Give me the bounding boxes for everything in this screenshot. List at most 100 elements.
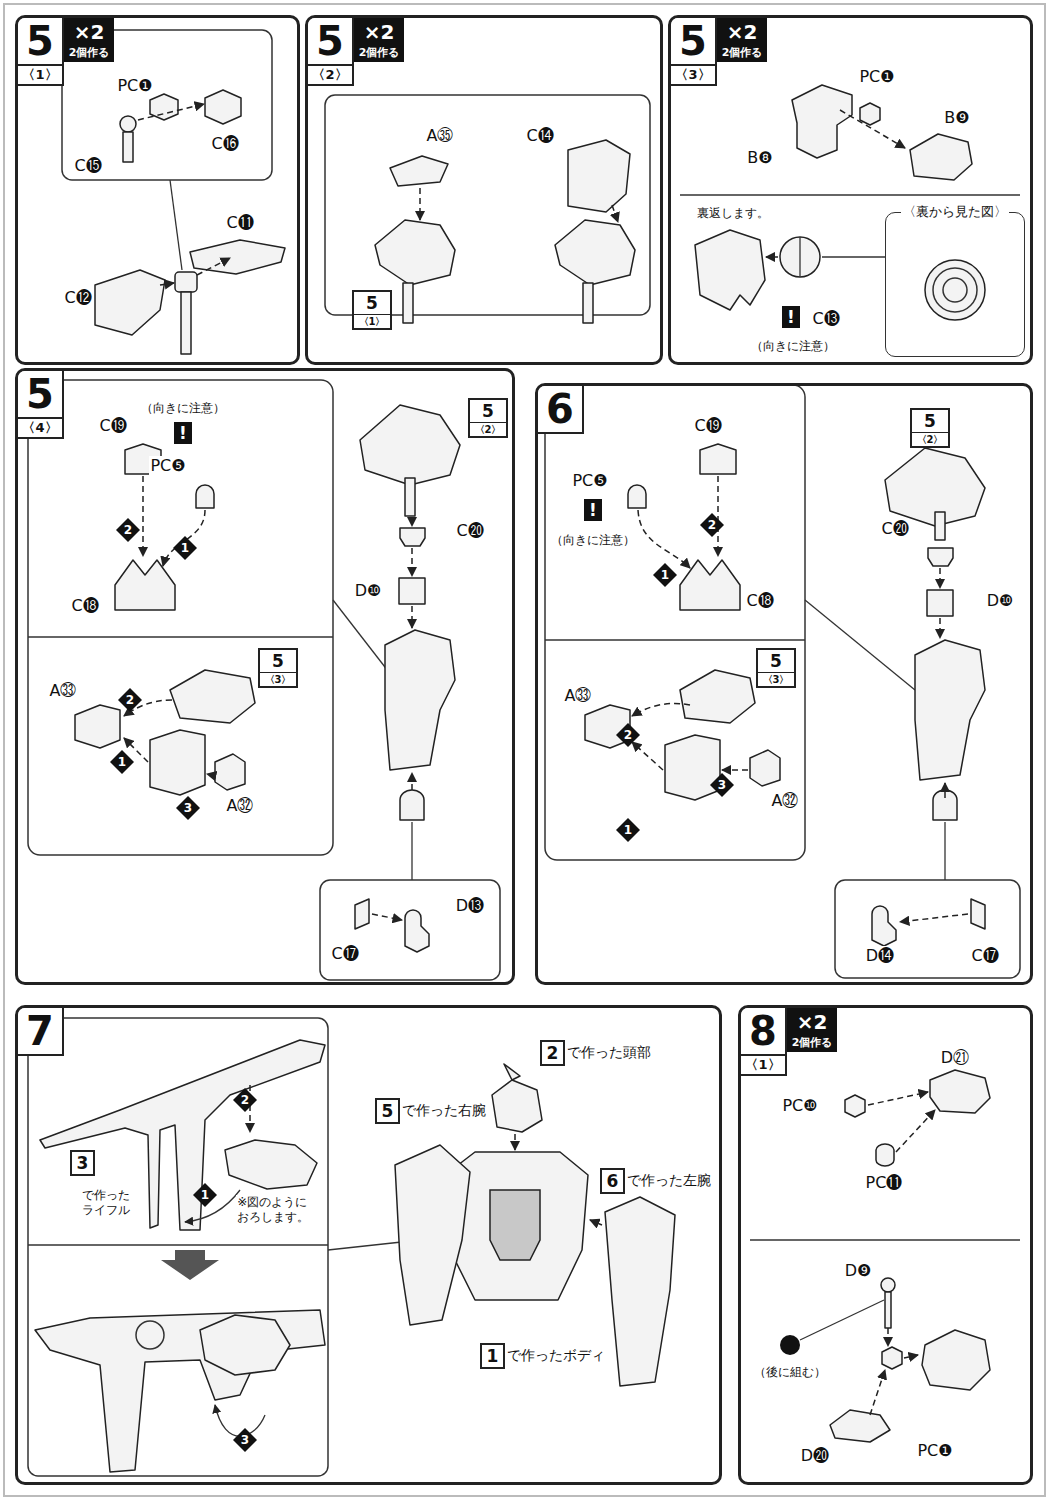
- order-number: 1: [110, 750, 134, 774]
- assembly-arrow: [632, 703, 690, 716]
- assembly-arrow: [197, 258, 230, 275]
- part-drawing: [123, 132, 133, 162]
- assembly-arrow: [138, 104, 204, 120]
- part-drawing: [915, 640, 985, 780]
- step-panel: ×22個作る5〈1〉: [15, 15, 300, 365]
- part-drawing: [933, 268, 977, 312]
- note-text: （向きに注意）: [750, 339, 836, 354]
- part-number: C⓱: [330, 944, 359, 963]
- step-reference-box: 5〈2〉: [910, 408, 950, 448]
- part-number: D❿: [354, 581, 383, 600]
- step-reference-number: 〈2〉: [912, 432, 948, 446]
- source-step-text: で作った頭部: [566, 1043, 652, 1061]
- step-reference-number: 5: [377, 1100, 398, 1122]
- part-number: PC❶: [858, 67, 895, 86]
- assembly-arrow: [840, 110, 905, 148]
- part-drawing: [200, 1315, 290, 1375]
- part-drawing: [136, 1321, 164, 1349]
- part-drawing: [490, 1190, 540, 1260]
- warning-mark: !: [782, 306, 800, 328]
- step-number: 〈3〉: [671, 66, 717, 86]
- quantity-text: ×2: [791, 1009, 833, 1035]
- part-drawing: [161, 1250, 219, 1280]
- assembly-arrow: [904, 1355, 918, 1358]
- part-drawing: [405, 478, 415, 516]
- step-reference-number: 〈3〉: [260, 672, 296, 686]
- part-number: A㉜: [771, 791, 800, 810]
- quantity-badge: ×22個作る: [354, 18, 404, 62]
- step-reference-number: 5: [758, 650, 794, 672]
- back-view-box: 〈裏から見た図〉: [885, 212, 1025, 357]
- part-number: PC❺: [571, 471, 608, 490]
- step-reference-box: 1: [480, 1343, 505, 1369]
- view-caption: 〈裏から見た図〉: [901, 203, 1009, 221]
- part-number: C⓯: [73, 156, 102, 175]
- note-text: 裏返します。: [696, 206, 770, 221]
- detail-frame: [750, 1239, 1020, 1240]
- part-number: C⓫: [225, 213, 254, 232]
- part-drawing: [190, 240, 285, 274]
- part-drawing: [390, 156, 448, 186]
- part-drawing: [830, 1410, 890, 1442]
- assembly-arrow: [215, 1405, 265, 1436]
- part-drawing: [181, 292, 191, 354]
- assembly-arrow: [944, 783, 946, 798]
- assembly-arrow: [896, 1110, 935, 1152]
- step-number: 5: [308, 18, 354, 66]
- quantity-text: ×2: [721, 19, 763, 45]
- part-drawing: [876, 1144, 894, 1166]
- step-reference-box: 5〈3〉: [258, 648, 298, 688]
- part-drawing: [205, 90, 241, 124]
- order-number: 2: [700, 513, 724, 537]
- assembly-arrow: [638, 510, 690, 568]
- part-drawing: [360, 405, 460, 485]
- part-drawing: [150, 94, 178, 120]
- detail-frame: [835, 880, 1020, 978]
- part-drawing: [885, 1292, 891, 1328]
- part-drawing: [695, 230, 765, 310]
- part-drawing: [928, 548, 953, 566]
- order-number: 1: [653, 563, 677, 587]
- part-drawing: [792, 85, 852, 158]
- assembly-arrow: [411, 548, 413, 576]
- source-step-text: で作ったボディ: [506, 1346, 606, 1364]
- part-number: C⓮: [525, 126, 554, 145]
- detail-frame: [805, 600, 915, 690]
- part-drawing: [170, 670, 255, 723]
- quantity-badge: ×22個作る: [717, 18, 767, 62]
- quantity-text: 2個作る: [721, 45, 763, 61]
- assembly-arrow: [411, 773, 413, 790]
- page-frame: [4, 4, 1045, 1496]
- part-drawing: [399, 578, 425, 604]
- detail-frame: [680, 194, 1020, 195]
- part-drawing: [40, 1040, 325, 1230]
- step-reference-number: 〈3〉: [758, 672, 794, 686]
- part-number: A㉜: [226, 796, 255, 815]
- step-number: 8: [741, 1008, 787, 1056]
- quantity-text: 2個作る: [791, 1035, 833, 1051]
- step-number: 〈1〉: [741, 1056, 787, 1076]
- assembly-arrow: [766, 256, 778, 258]
- assembly-arrow: [722, 769, 748, 771]
- step-number: 〈4〉: [18, 419, 64, 439]
- part-drawing: [35, 1310, 325, 1472]
- part-number: A㉟: [426, 126, 455, 145]
- part-drawing: [400, 528, 425, 546]
- note-text: （向きに注意）: [550, 533, 636, 548]
- step-reference-box: 5〈3〉: [756, 648, 796, 688]
- part-number: C⓭: [811, 309, 840, 328]
- assembly-arrow: [411, 518, 413, 526]
- quantity-badge: ×22個作る: [64, 18, 114, 62]
- part-drawing: [927, 590, 953, 616]
- part-drawing: [882, 1347, 902, 1369]
- part-drawing: [568, 140, 630, 212]
- step-reference-box: 5: [375, 1098, 400, 1124]
- note-text: （向きに注意）: [140, 401, 226, 416]
- part-drawing: [395, 1145, 470, 1325]
- step-number: 5: [671, 18, 717, 66]
- part-number: A㉝: [564, 686, 593, 705]
- step-reference-number: 2: [542, 1042, 563, 1064]
- detail-frame: [545, 385, 805, 860]
